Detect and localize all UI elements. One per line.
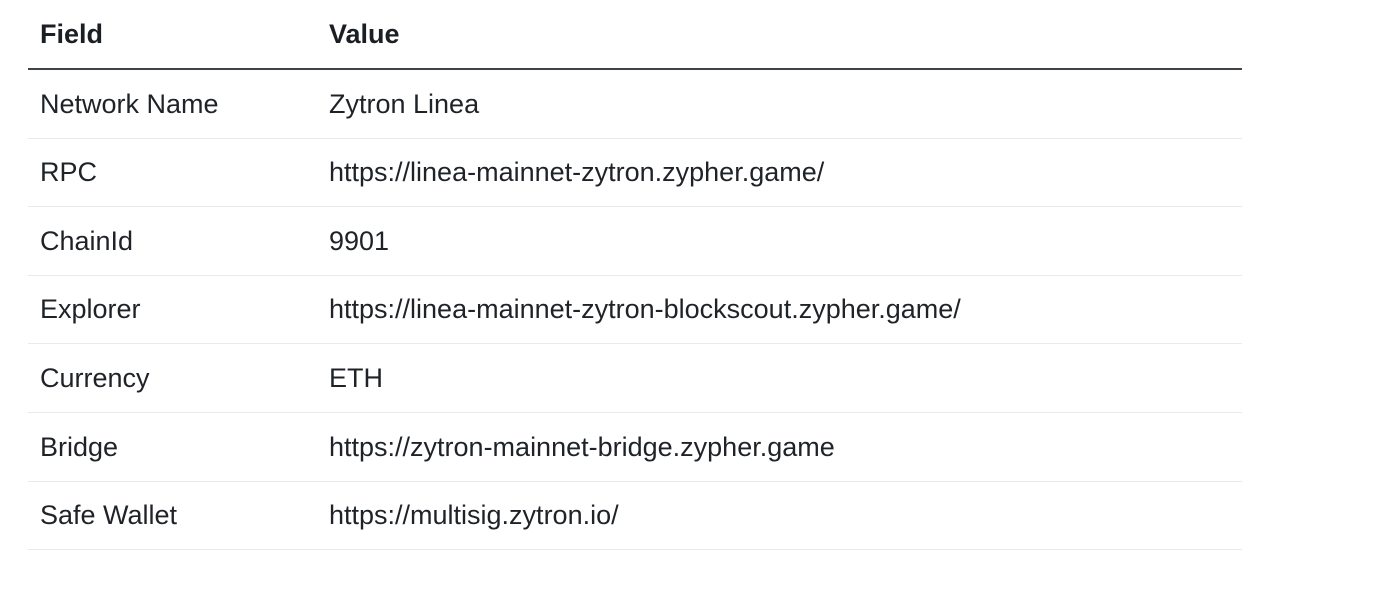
value-cell: ETH: [329, 362, 383, 393]
table-row: Safe Wallet https://multisig.zytron.io/: [28, 482, 1242, 551]
table-header-row: Field Value: [28, 0, 1242, 70]
field-cell: Safe Wallet: [40, 500, 178, 531]
value-cell: https://linea-mainnet-zytron-blockscout.…: [329, 294, 961, 325]
value-cell: https://multisig.zytron.io/: [329, 500, 619, 531]
table-row: Currency ETH: [28, 344, 1242, 413]
value-cell: 9901: [329, 225, 390, 256]
field-cell: Currency: [40, 362, 150, 393]
field-cell: RPC: [40, 157, 98, 188]
value-cell: Zytron Linea: [329, 88, 480, 119]
table-row: RPC https://linea-mainnet-zytron.zypher.…: [28, 139, 1242, 208]
network-config-table: Field Value Network Name Zytron Linea RP…: [28, 0, 1242, 551]
field-cell: ChainId: [40, 225, 134, 256]
table-row: Bridge https://zytron-mainnet-bridge.zyp…: [28, 413, 1242, 482]
value-cell: https://zytron-mainnet-bridge.zypher.gam…: [329, 431, 835, 462]
table-row: Network Name Zytron Linea: [28, 70, 1242, 139]
table-row: ChainId 9901: [28, 207, 1242, 276]
column-header-value: Value: [329, 18, 400, 49]
column-header-field: Field: [40, 18, 104, 49]
table-body: Network Name Zytron Linea RPC https://li…: [28, 70, 1242, 551]
field-cell: Bridge: [40, 431, 119, 462]
field-cell: Explorer: [40, 294, 141, 325]
value-cell: https://linea-mainnet-zytron.zypher.game…: [329, 157, 825, 188]
table-row: Explorer https://linea-mainnet-zytron-bl…: [28, 276, 1242, 345]
field-cell: Network Name: [40, 88, 219, 119]
